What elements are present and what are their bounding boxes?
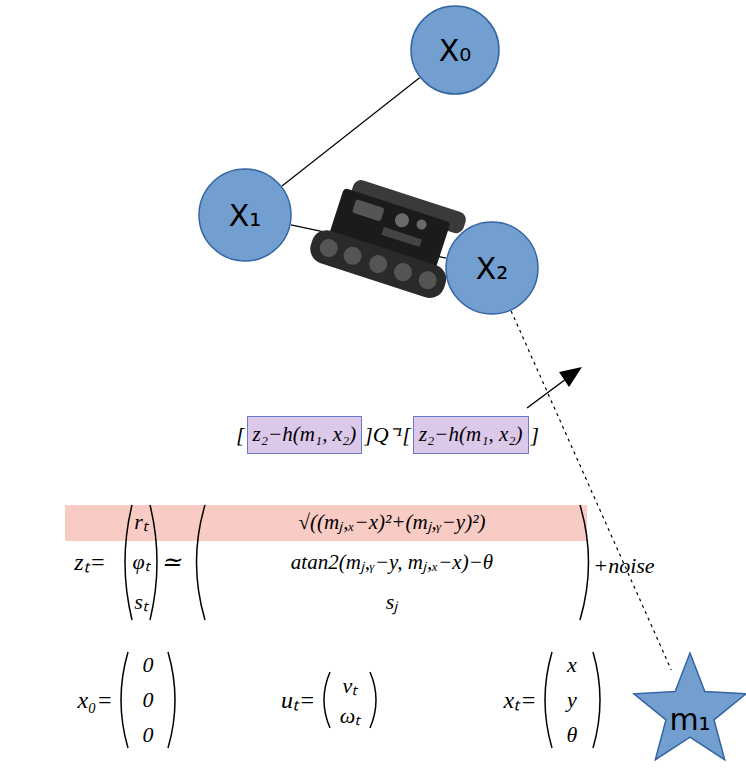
observation-line <box>511 311 671 670</box>
formula-text: √((mⱼ,ₓ−x)²+(mⱼ,ᵧ−y)²) <box>299 511 486 534</box>
formula-text: 0 <box>143 653 154 677</box>
formula-text: 0 <box>143 723 154 747</box>
formula-text: sₜ <box>134 590 148 614</box>
pose-node: X₂ <box>445 221 539 315</box>
formula-text: ] <box>531 423 540 447</box>
formula-text: ωₜ <box>340 704 361 728</box>
formula-term: z₂−h(m₁, x₂) <box>419 423 523 446</box>
formula-text: atan2(mⱼ,ᵧ−y, mⱼ,ₓ−x)−θ <box>291 551 493 574</box>
matrix-brackets <box>121 505 600 748</box>
pose-node: X₀ <box>410 5 500 95</box>
formula-text: rₜ <box>134 510 148 534</box>
formula-text: zₜ= <box>74 549 106 575</box>
node-label: X₀ <box>439 33 472 68</box>
formula-text: [ <box>236 423 245 447</box>
formula-text: ]Q⁻¹[ <box>364 423 411 447</box>
formula-text: x <box>567 653 577 677</box>
formula-text: x₀= <box>77 687 112 713</box>
highlight-band <box>65 505 587 541</box>
odometry-line <box>282 78 420 186</box>
landmark-star: m₁ <box>630 652 746 772</box>
formula-text: 0 <box>143 688 154 712</box>
node-label: m₁ <box>669 702 710 737</box>
formula-term: z₂−h(m₁, x₂) <box>253 423 357 446</box>
formula-text: xₜ= <box>504 687 537 713</box>
formula-text: y <box>567 688 577 712</box>
formula-text: φₜ <box>132 550 149 574</box>
formula-text: vₜ <box>343 674 358 698</box>
formula-text: sⱼ <box>386 590 399 614</box>
formula-text: uₜ= <box>281 687 315 713</box>
formula-text: ≃ <box>161 549 181 575</box>
robot-illustration <box>306 171 468 302</box>
node-label: X₁ <box>229 198 262 233</box>
highlight-box: z₂−h(m₁, x₂) <box>247 416 363 453</box>
formula-text: +noise <box>593 554 654 578</box>
formula-text: θ <box>567 723 578 747</box>
pose-node: X₁ <box>198 168 292 262</box>
highlight-box: z₂−h(m₁, x₂) <box>413 416 529 453</box>
node-label: X₂ <box>476 251 509 286</box>
pointer-arrow <box>527 367 582 408</box>
